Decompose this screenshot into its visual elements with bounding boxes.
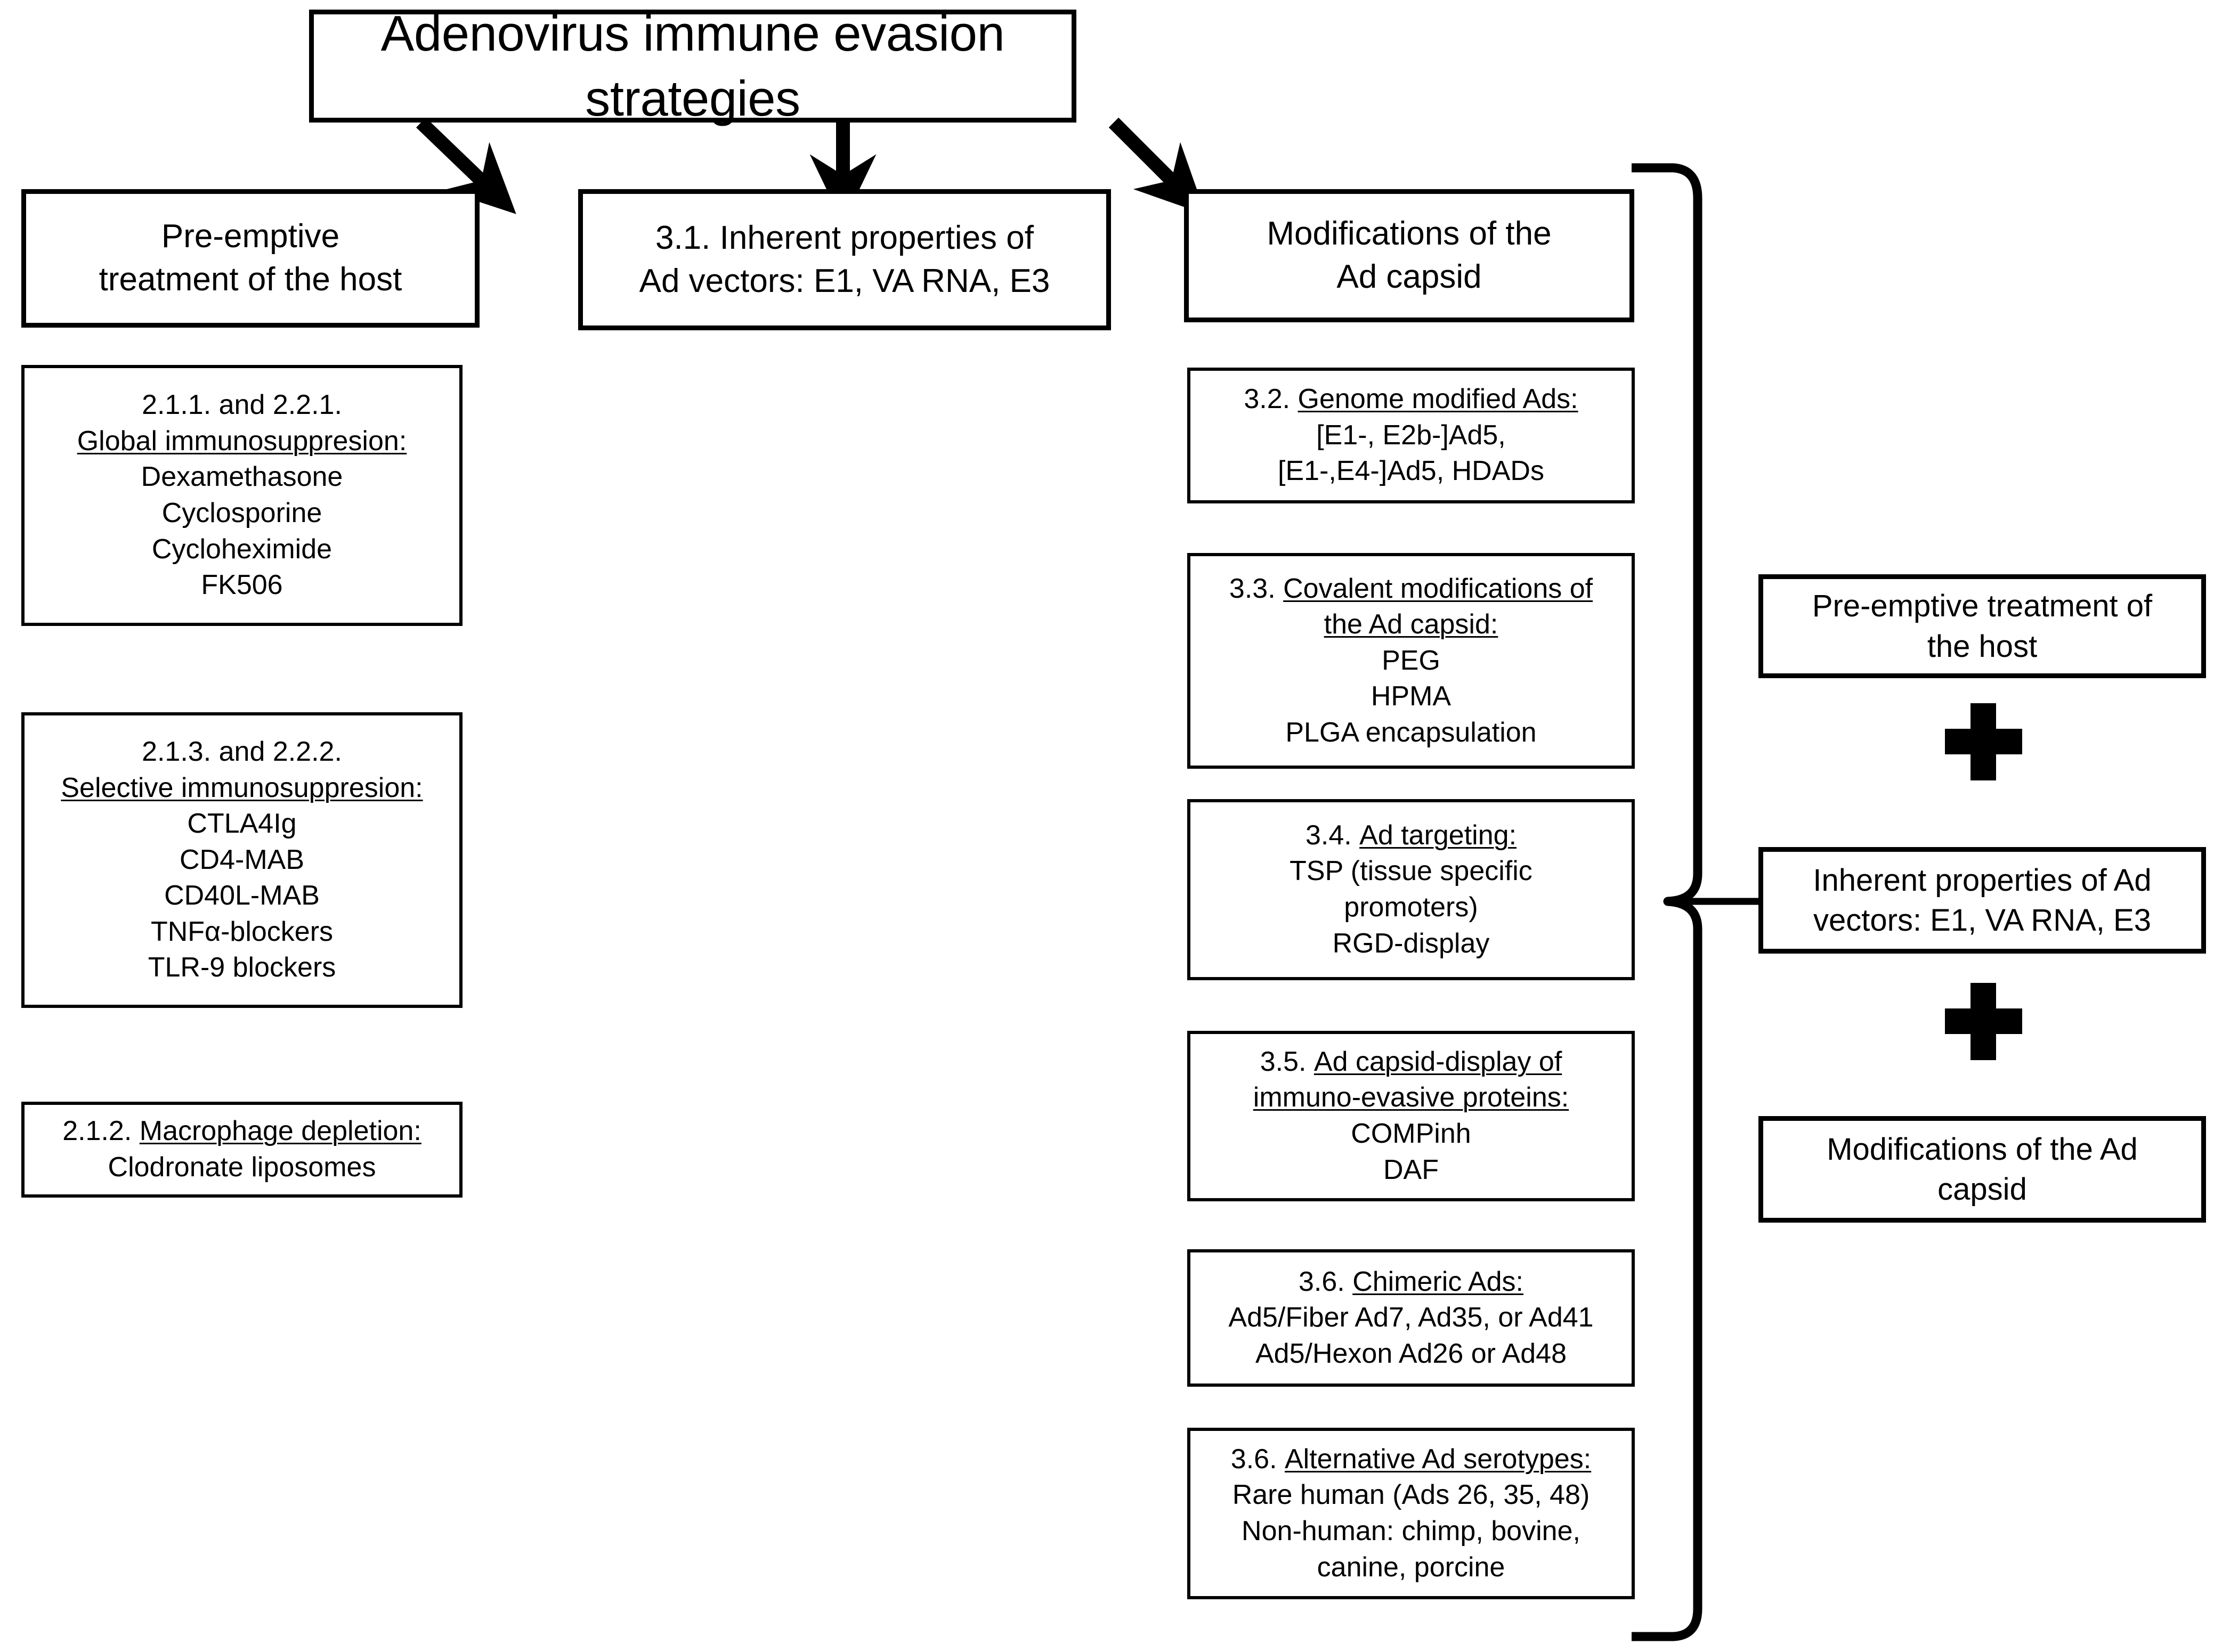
summary-line: the host bbox=[1927, 629, 2038, 664]
subbox-genome-modified-ads[interactable]: 3.2. Genome modified Ads: [E1-, E2b-]Ad5… bbox=[1187, 368, 1635, 503]
arrow-title-to-preemptive bbox=[416, 117, 516, 214]
subbox-item: HPMA bbox=[1370, 681, 1451, 712]
subbox-heading: the Ad capsid: bbox=[1324, 609, 1498, 640]
subbox-item: TSP (tissue specific bbox=[1290, 856, 1532, 887]
summary-box-inherent[interactable]: Inherent properties of Ad vectors: E1, V… bbox=[1758, 847, 2206, 954]
subbox-heading: Macrophage depletion: bbox=[139, 1116, 421, 1147]
summary-line: Modifications of the Ad bbox=[1827, 1132, 2138, 1167]
category-line: Ad capsid bbox=[1336, 258, 1482, 295]
subbox-number: 3.5. bbox=[1260, 1046, 1307, 1077]
diagram-title-text: Adenovirus immune evasion strategies bbox=[380, 5, 1005, 126]
category-box-inherent-properties[interactable]: 3.1. Inherent properties of Ad vectors: … bbox=[578, 189, 1111, 330]
subbox-item: RGD-display bbox=[1332, 927, 1490, 959]
subbox-number: 2.1.1. and 2.2.1. bbox=[142, 389, 342, 421]
subbox-covalent-modifications[interactable]: 3.3. Covalent modifications of the Ad ca… bbox=[1187, 553, 1635, 769]
category-line: Pre-emptive bbox=[161, 218, 340, 255]
subbox-item: Dexamethasone bbox=[141, 461, 343, 493]
summary-line: vectors: E1, VA RNA, E3 bbox=[1813, 903, 2151, 938]
subbox-item: Ad5/Fiber Ad7, Ad35, or Ad41 bbox=[1228, 1302, 1594, 1333]
subbox-heading: Alternative Ad serotypes: bbox=[1284, 1443, 1592, 1475]
subbox-macrophage-depletion[interactable]: 2.1.2. Macrophage depletion: Clodronate … bbox=[21, 1102, 463, 1198]
subbox-item: TNFα-blockers bbox=[150, 916, 334, 947]
subbox-heading-row: 3.2. Genome modified Ads: bbox=[1190, 381, 1632, 418]
diagram-title-box: Adenovirus immune evasion strategies bbox=[309, 5, 1076, 126]
subbox-heading: Chimeric Ads: bbox=[1352, 1266, 1523, 1297]
subbox-number: 3.6. bbox=[1230, 1443, 1277, 1475]
subbox-item: CD40L-MAB bbox=[164, 880, 320, 912]
summary-box-pre-emptive[interactable]: Pre-emptive treatment of the host bbox=[1758, 574, 2206, 678]
subbox-item: canine, porcine bbox=[1317, 1551, 1505, 1583]
subbox-ad-targeting[interactable]: 3.4. Ad targeting: TSP (tissue specific … bbox=[1187, 799, 1635, 980]
subbox-item: Cycloheximide bbox=[151, 533, 333, 565]
subbox-item: COMPinh bbox=[1351, 1118, 1471, 1149]
subbox-number: 3.3. bbox=[1229, 573, 1276, 604]
subbox-heading: Genome modified Ads: bbox=[1297, 384, 1578, 415]
category-line: 3.1. Inherent properties of bbox=[655, 219, 1034, 256]
summary-line: capsid bbox=[1937, 1172, 2027, 1207]
subbox-number: 2.1.2. bbox=[62, 1116, 132, 1147]
subbox-item: Clodronate liposomes bbox=[108, 1152, 376, 1183]
summary-line: Inherent properties of Ad bbox=[1813, 862, 2152, 898]
subbox-item: Cyclosporine bbox=[161, 498, 322, 528]
arrow-title-to-capsid bbox=[1108, 117, 1206, 215]
subbox-heading: Covalent modifications of bbox=[1283, 573, 1593, 604]
subbox-number: 2.1.3. and 2.2.2. bbox=[142, 736, 342, 767]
summary-box-capsid[interactable]: Modifications of the Ad capsid bbox=[1758, 1116, 2206, 1223]
subbox-number: 3.4. bbox=[1305, 819, 1352, 851]
subbox-alternative-serotypes[interactable]: 3.6. Alternative Ad serotypes: Rare huma… bbox=[1187, 1428, 1635, 1599]
plus-operator-1: + bbox=[1945, 703, 2022, 780]
subbox-item: [E1-, E2b-]Ad5, bbox=[1316, 419, 1506, 451]
subbox-heading: Global immunosuppresion: bbox=[77, 425, 407, 457]
subbox-heading-row: 3.6. Chimeric Ads: bbox=[1190, 1264, 1632, 1300]
subbox-item: CTLA4Ig bbox=[187, 808, 297, 840]
subbox-item: PLGA encapsulation bbox=[1285, 717, 1537, 748]
category-line: Ad vectors: E1, VA RNA, E3 bbox=[639, 262, 1050, 299]
subbox-selective-immunosuppression[interactable]: 2.1.3. and 2.2.2. Selective immunosuppre… bbox=[21, 712, 463, 1008]
subbox-number: 3.2. bbox=[1244, 384, 1291, 415]
category-box-pre-emptive-treatment[interactable]: Pre-emptive treatment of the host bbox=[21, 189, 480, 328]
subbox-item: CD4-MAB bbox=[179, 844, 305, 875]
subbox-item: [E1-,E4-]Ad5, HDADs bbox=[1278, 455, 1544, 487]
subbox-heading: Ad capsid-display of bbox=[1313, 1046, 1562, 1077]
plus-operator-2: + bbox=[1945, 983, 2022, 1060]
subbox-capsid-display-immunoevasive[interactable]: 3.5. Ad capsid-display of immuno-evasive… bbox=[1187, 1031, 1635, 1201]
subbox-heading-row: 3.5. Ad capsid-display of bbox=[1190, 1044, 1632, 1080]
subbox-heading: Selective immunosuppresion: bbox=[61, 772, 423, 803]
subbox-heading-row: 2.1.2. Macrophage depletion: bbox=[25, 1113, 459, 1150]
subbox-item: Ad5/Hexon Ad26 or Ad48 bbox=[1255, 1338, 1567, 1369]
subbox-global-immunosuppression[interactable]: 2.1.1. and 2.2.1. Global immunosuppresio… bbox=[21, 365, 463, 626]
subbox-item: FK506 bbox=[201, 569, 283, 601]
subbox-item: promoters) bbox=[1344, 892, 1478, 923]
subbox-chimeric-ads[interactable]: 3.6. Chimeric Ads: Ad5/Fiber Ad7, Ad35, … bbox=[1187, 1249, 1635, 1387]
category-line: Modifications of the bbox=[1267, 215, 1552, 253]
subbox-heading: Ad targeting: bbox=[1359, 819, 1517, 851]
subbox-item: TLR-9 blockers bbox=[148, 952, 336, 983]
subbox-heading-row: 3.6. Alternative Ad serotypes: bbox=[1190, 1442, 1632, 1478]
subbox-item: DAF bbox=[1383, 1154, 1439, 1185]
grouping-bracket bbox=[1632, 163, 1758, 1641]
category-box-capsid-modifications[interactable]: Modifications of the Ad capsid bbox=[1184, 189, 1634, 322]
subbox-heading: immuno-evasive proteins: bbox=[1253, 1082, 1569, 1113]
category-line: treatment of the host bbox=[99, 261, 402, 298]
subbox-item: PEG bbox=[1382, 645, 1440, 676]
subbox-item: Non-human: chimp, bovine, bbox=[1242, 1516, 1580, 1547]
subbox-heading-row: 3.3. Covalent modifications of bbox=[1190, 571, 1632, 607]
summary-line: Pre-emptive treatment of bbox=[1812, 589, 2153, 624]
subbox-item: Rare human (Ads 26, 35, 48) bbox=[1232, 1479, 1590, 1511]
subbox-heading-row: 3.4. Ad targeting: bbox=[1190, 818, 1632, 854]
subbox-number: 3.6. bbox=[1299, 1266, 1345, 1297]
